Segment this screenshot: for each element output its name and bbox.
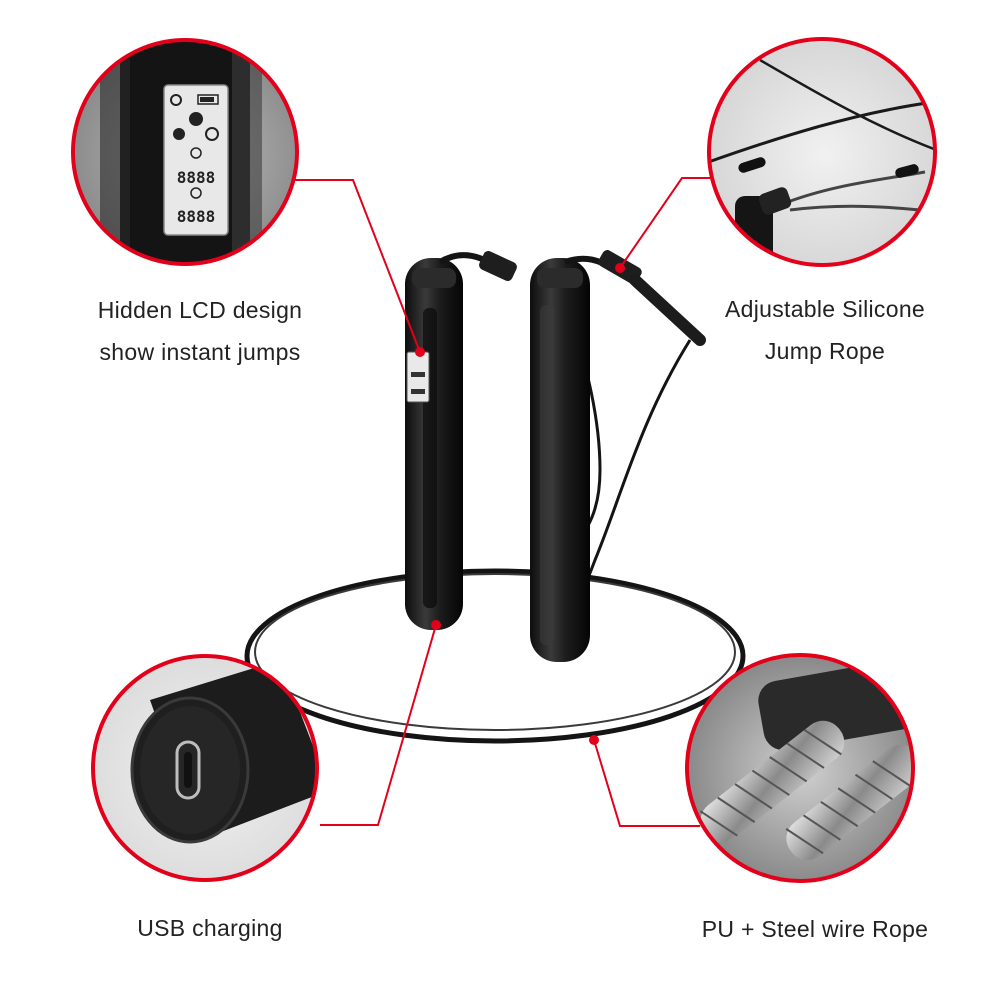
caption-silicone-line2: Jump Rope	[764, 338, 886, 364]
count-mode-icon	[205, 127, 219, 141]
caption-silicone: Adjustable Silicone Jump Rope	[680, 288, 970, 372]
clock-icon	[190, 187, 202, 199]
detail-circle-silicone	[707, 37, 937, 267]
caption-silicone-line1: Adjustable Silicone	[724, 296, 926, 322]
lcd-time-readout: 8888	[177, 207, 216, 226]
detail-circle-steel	[685, 653, 915, 883]
right-handle	[530, 250, 706, 662]
detail-circle-lcd: 8888 8888	[71, 38, 299, 266]
detail-circle-usb	[91, 654, 319, 882]
callout-dots	[415, 263, 625, 745]
timer-icon	[173, 128, 185, 140]
lcd-screen	[163, 84, 229, 236]
usb-port	[175, 740, 201, 800]
caption-lcd-line1: Hidden LCD design	[97, 297, 303, 323]
lcd-count-readout: 8888	[177, 168, 216, 187]
callout-lines	[290, 177, 722, 827]
rope-loop	[244, 568, 746, 744]
caption-lcd-line2: show instant jumps	[99, 339, 301, 365]
number-icon	[190, 147, 202, 159]
caption-usb: USB charging	[137, 915, 283, 941]
jumper-icon	[189, 112, 203, 126]
caption-lcd: Hidden LCD design show instant jumps	[60, 289, 340, 373]
battery-icon	[197, 94, 219, 105]
caption-steel: PU + Steel wire Rope	[701, 916, 929, 942]
